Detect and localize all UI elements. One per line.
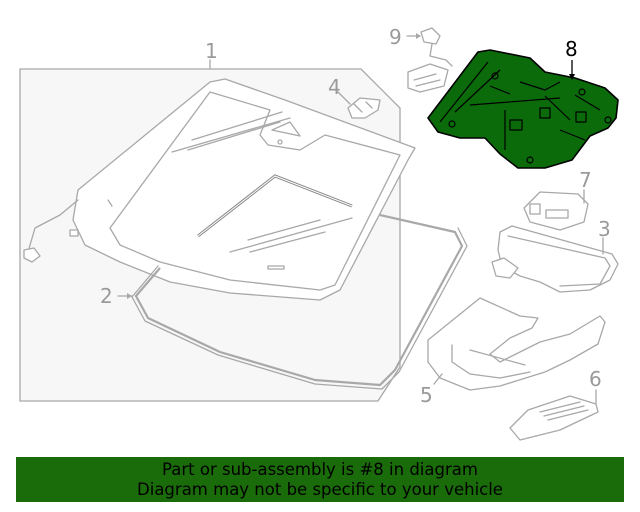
banner-disclaimer-line: Diagram may not be specific to your vehi… bbox=[137, 480, 503, 499]
callout-8[interactable]: 8 bbox=[565, 37, 578, 61]
callout-9[interactable]: 9 bbox=[389, 25, 402, 49]
rain-sensor-harness[interactable] bbox=[407, 27, 453, 93]
callout-6[interactable]: 6 bbox=[589, 367, 602, 391]
console-cover[interactable] bbox=[509, 395, 599, 441]
callout-7[interactable]: 7 bbox=[579, 168, 592, 192]
windshield-glass[interactable] bbox=[23, 78, 416, 301]
callout-1[interactable]: 1 bbox=[205, 39, 218, 63]
callout-2[interactable]: 2 bbox=[100, 284, 113, 308]
part-info-banner: Part or sub-assembly is #8 in diagram Di… bbox=[16, 457, 624, 502]
leader-lines bbox=[117, 33, 604, 405]
windshield-moulding[interactable] bbox=[131, 213, 468, 390]
console-trim-panel[interactable] bbox=[427, 297, 606, 391]
console-housing[interactable] bbox=[491, 225, 619, 293]
overhead-console-frame-highlighted[interactable] bbox=[427, 49, 619, 169]
camera-module[interactable] bbox=[523, 191, 589, 231]
callout-3[interactable]: 3 bbox=[598, 217, 611, 241]
callout-5[interactable]: 5 bbox=[420, 383, 433, 407]
callout-4[interactable]: 4 bbox=[328, 75, 341, 99]
rearview-mirror-bracket[interactable] bbox=[347, 97, 381, 119]
banner-part-line: Part or sub-assembly is #8 in diagram bbox=[162, 460, 478, 479]
